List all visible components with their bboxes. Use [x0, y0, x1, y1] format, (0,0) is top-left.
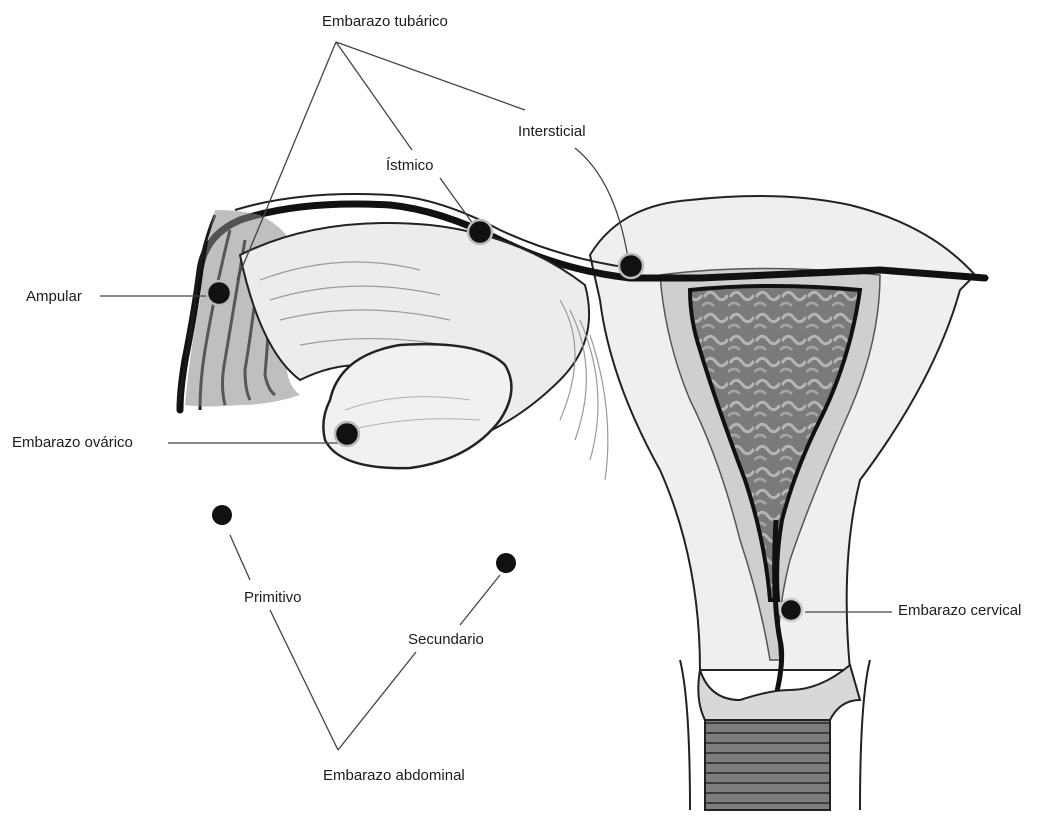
label-intersticial: Intersticial	[518, 123, 586, 141]
site-ovarico	[335, 422, 359, 446]
site-ampular	[207, 281, 231, 305]
site-istmico	[468, 220, 492, 244]
label-istmico: Ístmico	[386, 157, 434, 175]
site-intersticial	[619, 254, 643, 278]
label-secundario: Secundario	[408, 631, 484, 649]
site-cervical	[780, 599, 802, 621]
label-embarazo-tubarico: Embarazo tubárico	[322, 13, 448, 31]
label-embarazo-ovarico: Embarazo ovárico	[12, 434, 133, 452]
vagina	[705, 720, 830, 810]
label-primitivo: Primitivo	[244, 589, 302, 607]
label-embarazo-cervical: Embarazo cervical	[898, 602, 1021, 620]
label-ampular: Ampular	[26, 288, 82, 306]
site-primitivo	[212, 505, 232, 525]
site-secundario	[496, 553, 516, 573]
label-embarazo-abdominal: Embarazo abdominal	[323, 767, 465, 785]
